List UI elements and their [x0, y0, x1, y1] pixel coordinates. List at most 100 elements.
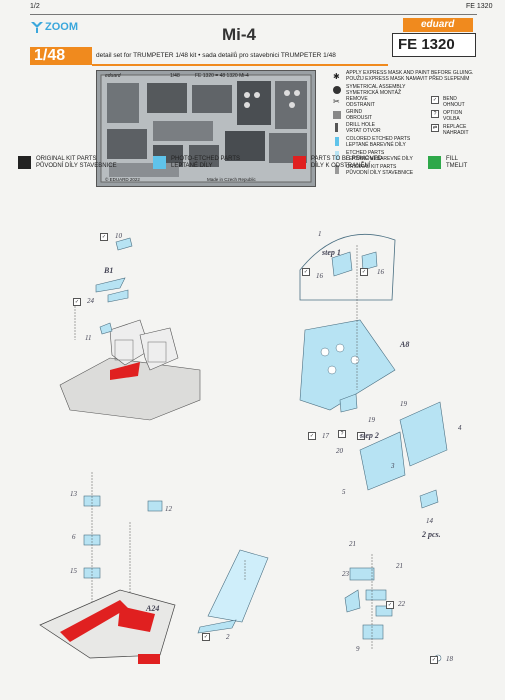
fret-made-in: Made in Czech Republic	[207, 177, 256, 182]
page-number: 1/2	[30, 3, 40, 10]
subtitle-prefix: detail set for	[96, 52, 132, 59]
subtitle-middle: 1/48 kit • sada detailů pro stavebnici	[175, 52, 280, 59]
symbol-symmetrical: SYMETRICAL ASSEMBLY SYMETRICKÁ MONTÁŽ	[346, 84, 406, 96]
subtitle-kit: TRUMPETER	[133, 52, 174, 59]
legend-remove-en: PARTS TO BE REMOVED	[311, 156, 382, 162]
drill-icon	[335, 123, 338, 132]
fret-artwork	[100, 74, 312, 183]
zoom-logo: ZOOM	[30, 20, 78, 50]
part-18: 18	[446, 655, 453, 663]
brand-box: eduard	[403, 18, 473, 32]
scale-box: 1/48	[30, 47, 92, 65]
part-11: 11	[85, 334, 92, 342]
symbol-drill: DRILL HOLE VRTAT OTVOR	[346, 122, 381, 134]
part-19b: 19	[368, 416, 375, 424]
floor-a24	[39, 589, 176, 664]
product-title: Mi-4	[222, 25, 256, 44]
part-21b: 21	[396, 562, 403, 570]
part-2: 2	[226, 633, 230, 641]
side-panel-4	[399, 401, 448, 467]
instrument-panel	[299, 233, 396, 413]
mask-icon: ✱	[333, 72, 340, 81]
part-12: 12	[165, 505, 172, 513]
header-orange-rule	[92, 64, 388, 66]
check-10: ✓	[100, 233, 108, 241]
subtitle-scale2: 1/48	[323, 52, 336, 59]
legend-swatch-fill	[428, 156, 441, 169]
part-16a: 16	[316, 272, 323, 280]
check-17: ✓	[308, 432, 316, 440]
subtitle: detail set for TRUMPETER 1/48 kit • sada…	[96, 52, 336, 59]
symbol-original: ORIGINAL KIT PARTS PŮVODNÍ DÍLY STAVEBNI…	[346, 164, 414, 176]
colored-parts-icon	[335, 137, 339, 146]
symbol-option: OPTION VOLBA	[443, 110, 463, 122]
legend-swatch-original	[18, 156, 31, 169]
zoom-label: ZOOM	[45, 21, 78, 33]
part-22: 22	[398, 600, 405, 608]
part-14: 14	[426, 517, 433, 525]
symbol-replace: REPLACE NAHRADIT	[443, 124, 469, 136]
symbol-legend: ✱ APPLY EXPRESS MASK AND PAINT BEFORE GL…	[333, 70, 478, 185]
part-21a: 21	[349, 540, 356, 548]
label-a8: A8	[400, 340, 410, 349]
symbol-etched: ETCHED PARTS LEPTANÉ NEBAREVNÉ DÍLY	[346, 150, 413, 162]
check-16a: ✓	[302, 268, 310, 276]
legend-swatch-remove	[293, 156, 306, 169]
check-16b: ✓	[360, 268, 368, 276]
brand-label: eduard	[421, 19, 455, 30]
legend-pe-cz: LEPTANÉ DÍLY	[171, 163, 213, 169]
top-rule	[30, 14, 477, 15]
subtitle-kit2: TRUMPETER	[280, 52, 322, 59]
scale-label: 1/48	[34, 47, 66, 64]
part-24: 24	[87, 297, 94, 305]
part-9: 9	[356, 645, 360, 653]
legend-fill-cz: TMELIT	[446, 163, 468, 169]
pe-part-10	[115, 237, 133, 251]
replace-icon: ⇄	[431, 124, 439, 132]
symbol-grind: GRIND OBROUSIT	[346, 109, 373, 121]
symmetry-icon	[333, 86, 341, 94]
left-column-parts	[83, 472, 163, 650]
part-19a: 19	[400, 400, 407, 408]
legend-original-en: ORIGINAL KIT PARTS	[36, 156, 97, 162]
eduard-bird-icon	[31, 22, 43, 33]
page-code: FE 1320	[466, 3, 493, 10]
remove-icon: ✂	[333, 97, 340, 106]
legend-fill: FILL TMELIT	[446, 156, 467, 170]
option-icon: ?	[431, 110, 439, 118]
label-step2: step 2	[360, 431, 379, 440]
label-two-pcs: 2 pcs.	[422, 530, 441, 539]
option-20: ?	[338, 430, 346, 438]
part-15: 15	[70, 567, 77, 575]
label-b1: B1	[104, 266, 114, 275]
check-19: ✓	[357, 432, 365, 440]
grind-icon	[333, 111, 341, 119]
fret-brand: eduard	[105, 73, 121, 79]
part-1: 1	[318, 230, 322, 238]
legend-pe: PHOTO-ETCHED PARTS LEPTANÉ DÍLY	[171, 156, 240, 170]
part-17: 17	[322, 432, 329, 440]
legend-original: ORIGINAL KIT PARTS PŮVODNÍ DÍLY STAVEBNI…	[36, 156, 117, 170]
part-16b: 16	[377, 268, 384, 276]
fret-copyright: © EDUARD 2022	[105, 177, 140, 182]
label-a24: A24	[146, 604, 160, 613]
legend-fill-en: FILL	[446, 156, 459, 162]
legend-pe-en: PHOTO-ETCHED PARTS	[171, 156, 241, 162]
check-22: ✓	[386, 601, 394, 609]
legend-bar: ORIGINAL KIT PARTS PŮVODNÍ DÍLY STAVEBNI…	[18, 154, 488, 171]
legend-remove: PARTS TO BE REMOVED DÍLY K ODSTRANĚNÍ	[311, 156, 382, 170]
part-23: 23	[342, 570, 349, 578]
etched-parts-icon	[335, 151, 339, 160]
original-parts-icon	[335, 165, 339, 174]
part-4: 4	[458, 424, 462, 432]
fret-scale: 1/48	[170, 73, 180, 79]
check-18: ✓	[430, 656, 438, 664]
pe-part-14	[419, 489, 439, 509]
part-5: 5	[342, 488, 346, 496]
symbol-colored: COLORED ETCHED PARTS LEPTANÉ BAREVNÉ DÍL…	[346, 136, 411, 148]
fret-image: eduard 1/48 FE 1320 = 48 1320 Mi-4 © EDU…	[96, 70, 316, 187]
set-number-box: FE 1320	[392, 33, 476, 57]
part-20: 20	[336, 447, 343, 455]
part-3: 3	[391, 462, 395, 470]
part-13: 13	[70, 490, 77, 498]
